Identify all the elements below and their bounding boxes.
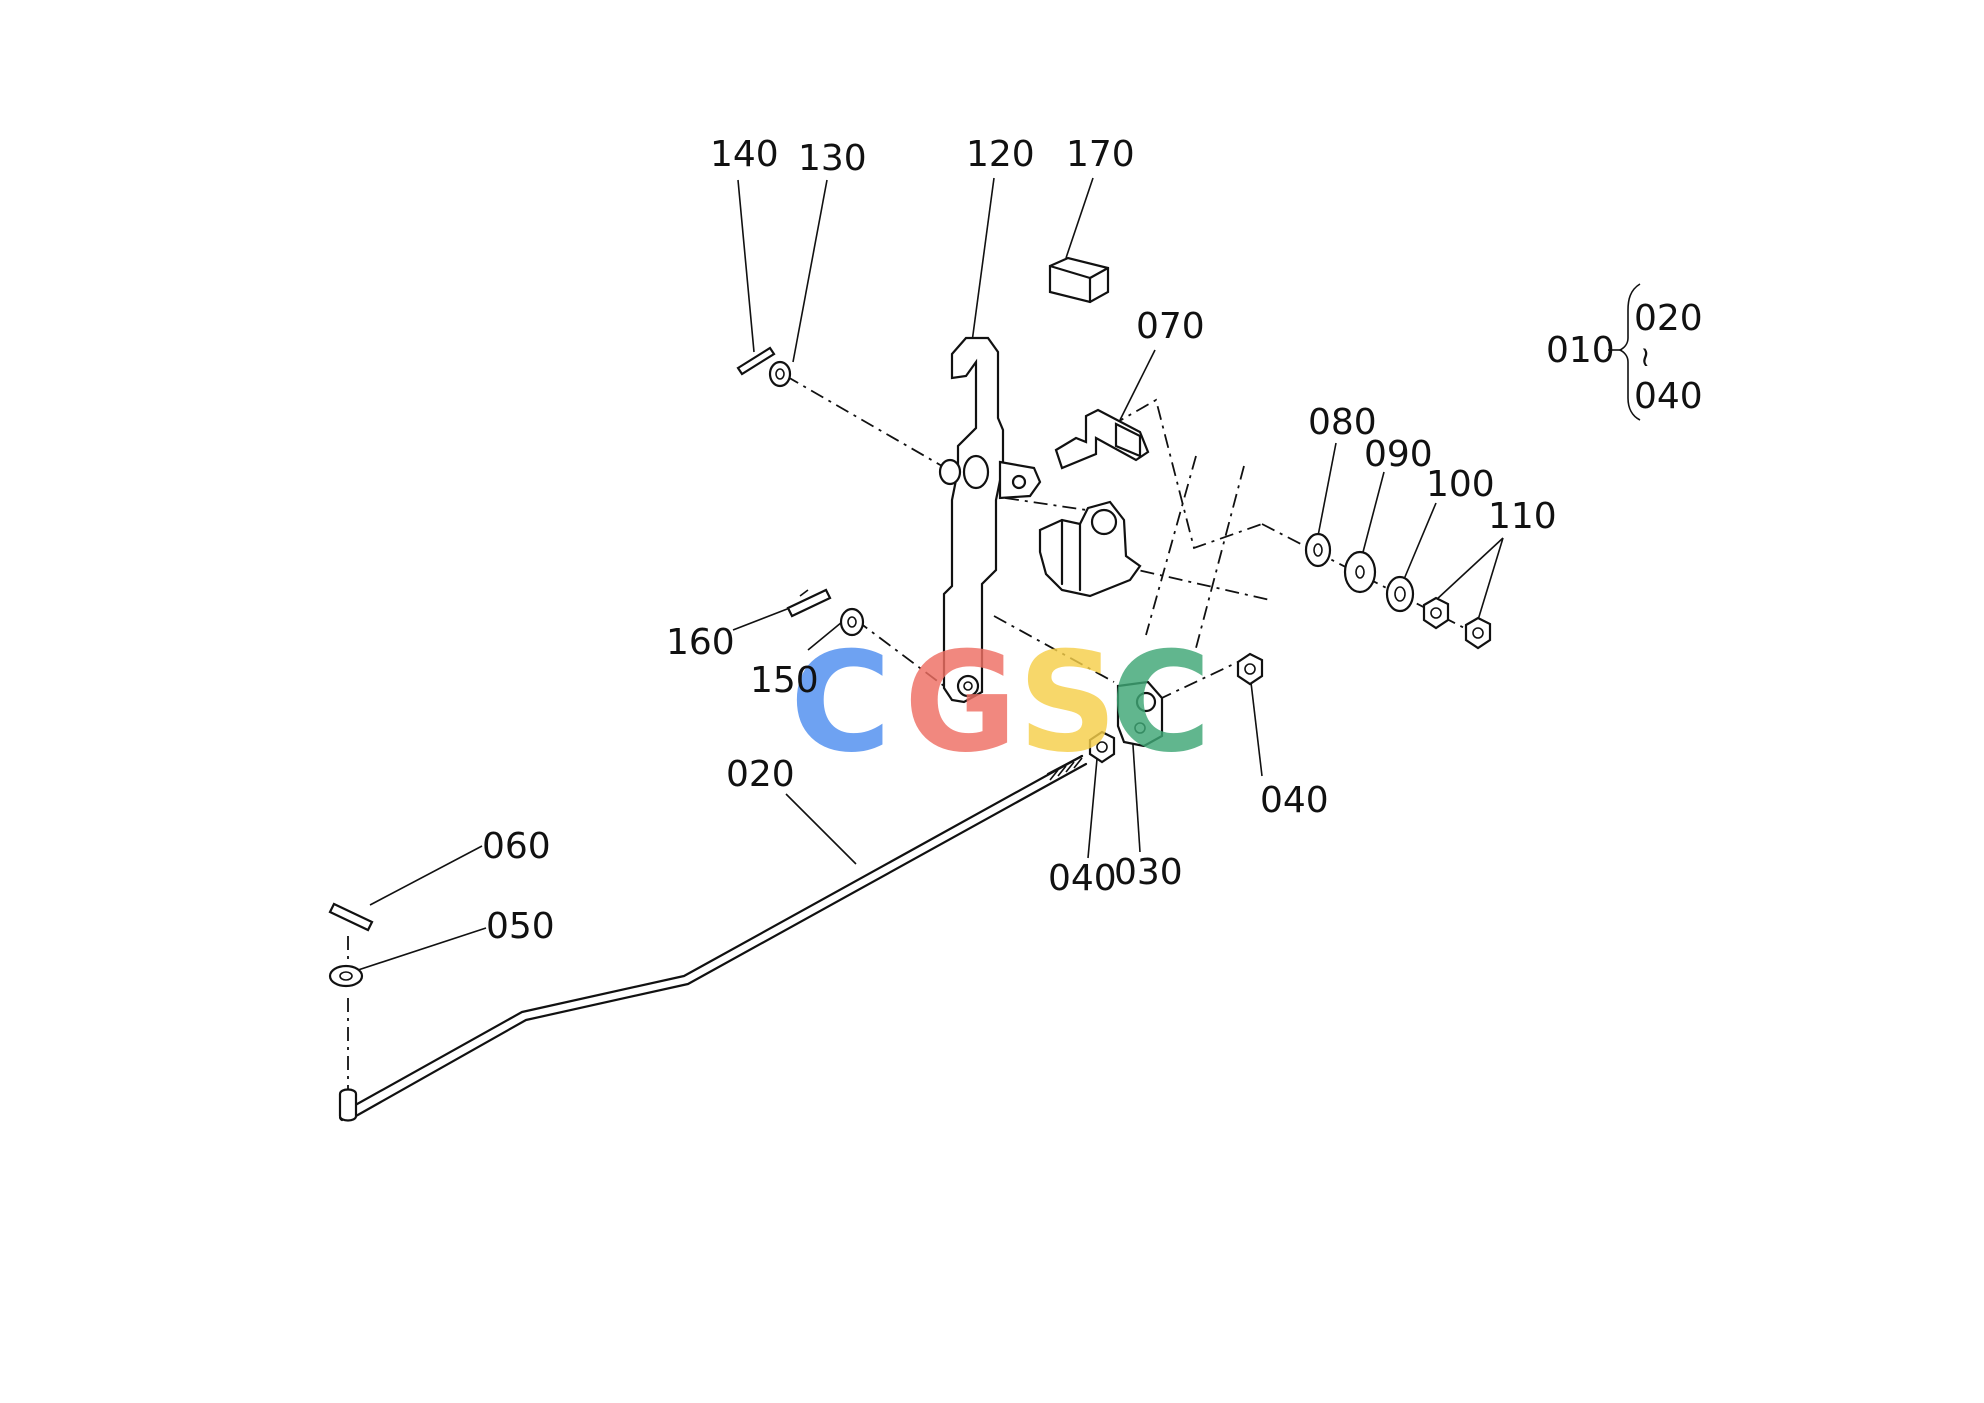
callout-080: 080 xyxy=(1308,402,1377,443)
part-040-nuts xyxy=(1088,652,1264,764)
mounting-bracket xyxy=(1038,500,1142,598)
assembly-parent-label: 010 xyxy=(1546,330,1615,371)
watermark-letter-2: G xyxy=(904,622,1017,783)
callout-070: 070 xyxy=(1136,306,1205,347)
callout-060: 060 xyxy=(482,826,551,867)
callout-020: 020 xyxy=(726,754,795,795)
callout-120: 120 xyxy=(966,134,1035,175)
callout-150: 150 xyxy=(750,660,819,701)
callout-090: 090 xyxy=(1364,434,1433,475)
assembly-group: 010 020 ≀ 040 xyxy=(1546,283,1703,421)
watermark-letter-1: C xyxy=(790,622,891,783)
watermark: C G S C xyxy=(790,622,1211,783)
watermark-letter-3: S xyxy=(1018,622,1117,783)
assembly-range-mark: ≀ xyxy=(1640,340,1651,373)
callout-100: 100 xyxy=(1426,464,1495,505)
callout-160: 160 xyxy=(666,622,735,663)
callout-110: 110 xyxy=(1488,496,1557,537)
callout-040-right: 040 xyxy=(1260,780,1329,821)
callout-040-left: 040 xyxy=(1048,858,1117,899)
pin-and-washer-bottom xyxy=(328,902,374,988)
washer-nut-stack xyxy=(1304,532,1492,650)
callout-170: 170 xyxy=(1066,134,1135,175)
part-030-plate xyxy=(1116,680,1164,748)
assembly-range-start: 020 xyxy=(1634,298,1703,339)
callout-labels: 140 130 120 170 070 080 090 100 110 160 … xyxy=(482,134,1557,947)
callout-050: 050 xyxy=(486,906,555,947)
watermark-letter-4: C xyxy=(1110,622,1211,783)
part-020-rod xyxy=(338,754,1088,1122)
leader-lines xyxy=(351,177,1504,973)
callout-140: 140 xyxy=(710,134,779,175)
callout-130: 130 xyxy=(798,138,867,179)
part-120-lever xyxy=(938,336,1042,704)
callout-030: 030 xyxy=(1114,852,1183,893)
assembly-range-end: 040 xyxy=(1634,376,1703,417)
part-070-pin xyxy=(1054,408,1150,470)
part-170-block xyxy=(1048,256,1110,304)
pins-and-washers-top xyxy=(736,346,865,637)
